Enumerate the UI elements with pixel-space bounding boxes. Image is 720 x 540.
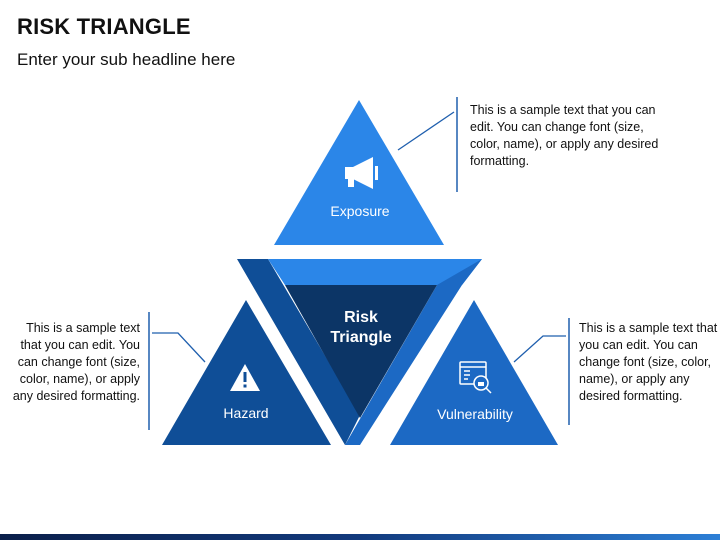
megaphone-icon bbox=[345, 157, 378, 189]
center-label-line1: Risk bbox=[344, 309, 378, 326]
exposure-description: This is a sample text that you can edit.… bbox=[470, 103, 659, 168]
vulnerability-triangle[interactable] bbox=[390, 300, 558, 445]
center-label-line2: Triangle bbox=[330, 329, 391, 346]
hazard-label: Hazard bbox=[223, 405, 268, 421]
warning-icon bbox=[230, 364, 260, 391]
security-scan-icon bbox=[459, 361, 492, 394]
frame-right-band bbox=[345, 259, 482, 445]
exposure-leader-line bbox=[397, 111, 455, 151]
vulnerability-label: Vulnerability bbox=[437, 406, 513, 422]
page-subtitle: Enter your sub headline here bbox=[17, 50, 236, 69]
vulnerability-leader-line bbox=[513, 335, 566, 363]
frame-left-band bbox=[237, 259, 360, 445]
hazard-description: This is a sample text that you can edit.… bbox=[12, 321, 140, 403]
page-title: RISK TRIANGLE bbox=[17, 14, 191, 39]
vulnerability-description: This is a sample text that you can edit.… bbox=[579, 321, 718, 403]
hazard-leader-line bbox=[152, 332, 206, 363]
exposure-label: Exposure bbox=[330, 203, 389, 219]
frame-top-band bbox=[268, 259, 482, 285]
center-triangle bbox=[285, 285, 437, 418]
bottom-accent-bar bbox=[0, 534, 720, 540]
